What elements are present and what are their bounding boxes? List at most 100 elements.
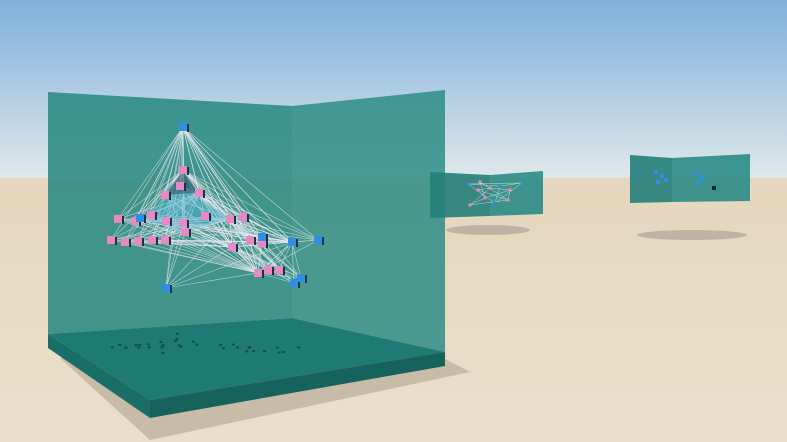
node-side — [187, 167, 189, 175]
graph-node-pink[interactable] — [114, 215, 124, 224]
node-side — [234, 216, 236, 224]
graph-edge — [278, 241, 293, 271]
graph-edge — [182, 126, 206, 217]
graph-edge — [139, 126, 184, 219]
floor-dot — [161, 344, 165, 347]
graph-node-pink[interactable] — [179, 166, 189, 175]
floor-dot — [275, 346, 279, 349]
mini-node — [478, 180, 482, 184]
node-side — [189, 229, 191, 237]
graph-node-pink[interactable] — [228, 243, 238, 252]
graph-node-pink[interactable] — [148, 236, 158, 245]
mini-node — [493, 201, 497, 205]
node-face — [147, 211, 155, 219]
graph-node-pink[interactable] — [147, 211, 157, 220]
graph-edge — [110, 169, 184, 241]
node-side — [187, 124, 189, 132]
mini-node — [468, 203, 472, 207]
graph-node-blue[interactable] — [136, 214, 146, 223]
graph-node-pink[interactable] — [264, 266, 274, 275]
node-side — [296, 239, 298, 247]
graph-edge — [198, 192, 319, 241]
floor-dot — [236, 346, 239, 349]
graph-node-blue[interactable] — [162, 284, 172, 293]
graph-node-pink[interactable] — [254, 269, 264, 278]
graph-node-pink[interactable] — [161, 236, 171, 245]
floor-dot — [221, 347, 225, 350]
distant-graph-panel-2[interactable] — [630, 154, 750, 240]
graph-node-pink[interactable] — [181, 228, 191, 237]
floor-dot — [195, 343, 199, 346]
box-floor-front — [150, 352, 445, 418]
graph-nodes[interactable] — [107, 123, 324, 293]
graph-node-pink[interactable] — [258, 239, 268, 248]
graph-node-pink[interactable] — [162, 217, 172, 226]
mini-node — [466, 182, 470, 186]
graph-node-pink[interactable] — [176, 182, 186, 191]
node-face — [179, 123, 187, 131]
floor-dot — [110, 346, 114, 349]
graph-edge — [229, 218, 293, 243]
graph-node-pink[interactable] — [195, 189, 205, 198]
graph-edge — [165, 218, 231, 222]
main-graph-box[interactable] — [48, 90, 445, 418]
graph-node-blue[interactable] — [297, 274, 307, 283]
graph-edge — [182, 126, 302, 279]
graph-node-blue[interactable] — [179, 123, 189, 132]
graph-edge — [117, 169, 184, 220]
graph-edge — [182, 126, 259, 274]
floor-node-shadows — [110, 332, 301, 355]
distant-graph-panel-1[interactable] — [430, 171, 543, 235]
node-face — [201, 212, 209, 220]
graph-node-blue[interactable] — [290, 279, 300, 288]
graph-node-pink[interactable] — [134, 237, 144, 246]
node-face — [226, 215, 234, 223]
floor-dot — [146, 343, 150, 346]
panel-1-wall-left — [430, 172, 490, 218]
floor-dot — [192, 340, 196, 343]
graph-edge — [165, 246, 233, 289]
graph-edge — [182, 222, 233, 248]
graph-edge — [229, 218, 302, 279]
graph-edge — [150, 214, 231, 220]
floor-dot — [124, 346, 128, 349]
graph-node-pink[interactable] — [121, 238, 131, 247]
floor-dot — [138, 343, 141, 346]
graph-edge — [231, 246, 295, 284]
panel-2-graph-icon — [654, 170, 716, 190]
node-face — [136, 214, 144, 222]
node-side — [254, 237, 256, 245]
graph-node-pink[interactable] — [246, 236, 256, 245]
node-side — [262, 270, 264, 278]
mini-node — [506, 198, 510, 202]
graph-node-pink[interactable] — [107, 236, 117, 245]
graph-node-pink[interactable] — [226, 215, 236, 224]
node-side — [322, 237, 324, 245]
node-side — [236, 244, 238, 252]
node-side — [184, 183, 186, 191]
graph-node-pink[interactable] — [179, 219, 189, 228]
mini-edge — [484, 189, 511, 199]
mini-node — [697, 181, 701, 185]
graph-node-blue[interactable] — [258, 233, 268, 242]
graph-edge — [182, 126, 269, 271]
graph-node-blue[interactable] — [314, 236, 324, 245]
graph-edge — [165, 241, 293, 289]
graph-node-pink[interactable] — [239, 213, 249, 222]
graph-node-pink[interactable] — [161, 191, 171, 200]
mini-node — [476, 188, 480, 192]
graph-node-pink[interactable] — [275, 266, 285, 275]
floor-dot — [277, 351, 281, 354]
floor-dot — [252, 350, 256, 352]
node-side — [283, 267, 285, 275]
floor-dot — [118, 343, 122, 346]
graph-edge — [267, 241, 293, 271]
graph-node-pink[interactable] — [201, 212, 211, 221]
graph-node-blue[interactable] — [288, 238, 298, 247]
graph-edge — [124, 241, 259, 274]
floor-dot — [281, 350, 285, 353]
panel-1-wall-right — [490, 171, 543, 216]
mini-edge — [479, 181, 486, 199]
floor-dot — [159, 341, 163, 343]
